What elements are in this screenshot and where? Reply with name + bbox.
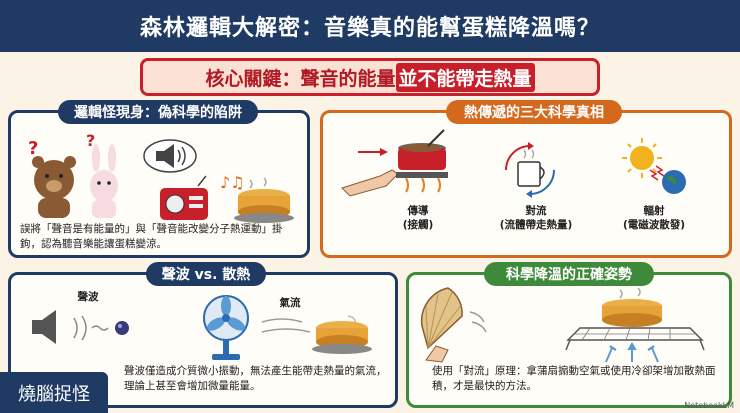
bear-and-rabbit-illustration: ? ? [28, 131, 118, 218]
page-title: 森林邏輯大解密：音樂真的能幫蛋糕降溫嗎？ [0, 0, 740, 52]
brand-logo: 燒腦捉怪 [0, 372, 108, 413]
panel-fallacy-text: 誤將「聲音是有能量的」與「聲音能改變分子熱運動」掛鉤，認為聽音樂能讓蛋糕變涼。 [20, 223, 283, 250]
sun-icon [630, 146, 654, 170]
panel-cooling-title: 科學降溫的正確姿勢 [484, 262, 654, 286]
core-key-banner: 核心關鍵：聲音的能量並不能帶走熱量 [140, 58, 600, 96]
speech-bubble-speaker-icon [143, 139, 197, 173]
music-note-icon: ♪♫ [220, 173, 245, 192]
electric-fan-icon [203, 295, 249, 360]
panel-cooling-text: 使用「對流」原理：拿蒲扇搧動空氣或使用冷卻架增加散熱面積，才是最快的方法。 [432, 365, 716, 392]
panel-sound-text: 聲波僅造成介質微小振動，無法產生能帶走熱量的氣流，理論上甚至會增加微量能量。 [124, 365, 387, 392]
convection-label: 對流 (流體帶走熱量) [499, 205, 573, 231]
svg-text:♪♫: ♪♫ [220, 173, 245, 192]
question-mark-icon: ? [28, 138, 38, 159]
conduction-hand-pot-icon [341, 129, 448, 197]
question-mark-icon: ? [86, 131, 95, 150]
core-key-highlight: 並不能帶走熱量 [395, 62, 535, 92]
sound-wave-label: 聲波 [77, 291, 99, 303]
airflow-label: 氣流 [279, 297, 301, 309]
cake-icon [234, 177, 294, 223]
radiation-label: 輻射 (電磁波散發) [622, 205, 686, 231]
sound-wave-icon [73, 315, 129, 341]
conduction-label: 傳導 (接觸) [402, 205, 434, 231]
cooling-rack-cake-icon [565, 287, 705, 363]
panel-fallacy-title: 邏輯怪現身：偽科學的陷阱 [58, 100, 258, 124]
hand-fan-icon [420, 287, 487, 363]
speaker-icon [32, 310, 56, 344]
radio-icon [160, 175, 208, 220]
radiation-sun-earth-icon [622, 138, 686, 194]
sound-panel-cake-icon [312, 321, 372, 354]
core-key-text: 核心關鍵：聲音的能量 [205, 67, 396, 90]
credit-label: NotebookLM [684, 401, 734, 410]
convection-mug-icon [505, 142, 555, 198]
rabbit-icon [90, 170, 118, 202]
panel-heat-title: 熱傳遞的三大科學真相 [446, 100, 622, 124]
panel-sound-title: 聲波 vs. 散熱 [146, 262, 266, 286]
